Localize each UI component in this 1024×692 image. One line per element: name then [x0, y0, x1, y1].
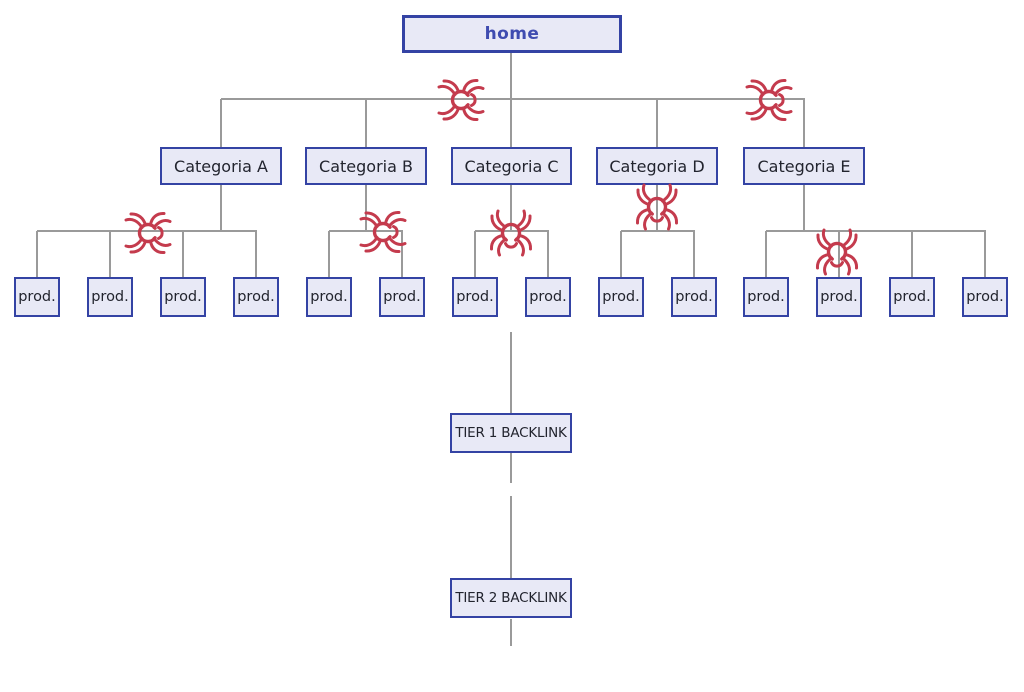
spider-crawler-icon: [815, 228, 859, 276]
product-node: prod.: [233, 277, 279, 317]
connector-drop-product: [36, 231, 38, 277]
product-node: prod.: [962, 277, 1008, 317]
category-node-b: Categoria B: [305, 147, 427, 185]
connector-rail-products-a: [37, 230, 257, 232]
connector-drop-product: [182, 231, 184, 277]
product-label: prod.: [383, 289, 421, 305]
product-label: prod.: [747, 289, 785, 305]
connector-tier1-to-tier2-upper: [510, 453, 512, 483]
product-node: prod.: [452, 277, 498, 317]
connector-stem-categoria-c: [510, 185, 512, 232]
connector-stem-categoria-e: [803, 185, 805, 231]
product-node: prod.: [598, 277, 644, 317]
connector-drop-categoria-d: [656, 99, 658, 148]
category-label: Categoria A: [174, 156, 268, 176]
tier2-backlink-node: TIER 2 BACKLINK: [450, 578, 572, 618]
connector-drop-product: [328, 231, 330, 277]
connector-home-to-categoria-c: [510, 53, 512, 148]
connector-drop-product: [255, 231, 257, 277]
connector-stem-categoria-a: [220, 185, 222, 232]
tier1-backlink-node: TIER 1 BACKLINK: [450, 413, 572, 453]
spider-crawler-icon: [124, 211, 172, 255]
product-node: prod.: [306, 277, 352, 317]
category-label: Categoria B: [319, 156, 413, 176]
connector-drop-categoria-b: [365, 99, 367, 148]
connector-drop-product: [474, 231, 476, 277]
product-label: prod.: [91, 289, 129, 305]
home-label: home: [484, 24, 540, 44]
product-label: prod.: [529, 289, 567, 305]
product-label: prod.: [164, 289, 202, 305]
connector-tier1-to-tier2-lower: [510, 496, 512, 578]
category-node-c: Categoria C: [451, 147, 572, 185]
spider-crawler-icon: [437, 78, 485, 122]
tier2-backlink-label: TIER 2 BACKLINK: [455, 590, 567, 606]
connector-to-tier1: [510, 332, 512, 413]
spider-crawler-icon: [745, 78, 793, 122]
product-node: prod.: [87, 277, 133, 317]
product-label: prod.: [456, 289, 494, 305]
connector-rail-products-d: [621, 230, 695, 232]
connector-drop-categoria-a: [220, 99, 222, 148]
connector-top-rail: [221, 98, 805, 100]
tier1-backlink-label: TIER 1 BACKLINK: [455, 425, 567, 441]
product-label: prod.: [237, 289, 275, 305]
product-label: prod.: [820, 289, 858, 305]
home-node: home: [402, 15, 622, 53]
connector-drop-product: [401, 231, 403, 277]
spider-crawler-icon: [489, 209, 533, 257]
product-label: prod.: [675, 289, 713, 305]
connector-stem-categoria-d: [656, 185, 658, 232]
product-node: prod.: [671, 277, 717, 317]
category-label: Categoria E: [757, 156, 851, 176]
product-node: prod.: [525, 277, 571, 317]
product-label: prod.: [893, 289, 931, 305]
product-node: prod.: [743, 277, 789, 317]
product-node: prod.: [379, 277, 425, 317]
connector-drop-product: [620, 231, 622, 277]
spider-crawler-icon: [359, 210, 407, 254]
connector-rail-products-e: [766, 230, 986, 232]
category-node-e: Categoria E: [743, 147, 865, 185]
connector-drop-product: [109, 231, 111, 277]
product-node: prod.: [816, 277, 862, 317]
connector-drop-product: [547, 231, 549, 277]
connector-rail-products-c: [475, 230, 549, 232]
category-node-a: Categoria A: [160, 147, 282, 185]
spider-crawler-icon: [635, 183, 679, 231]
connector-rail-products-b: [329, 230, 403, 232]
category-label: Categoria D: [609, 156, 705, 176]
product-label: prod.: [310, 289, 348, 305]
product-label: prod.: [966, 289, 1004, 305]
product-node: prod.: [889, 277, 935, 317]
category-label: Categoria C: [464, 156, 559, 176]
connector-stem-categoria-b: [365, 185, 367, 232]
product-node: prod.: [160, 277, 206, 317]
connector-drop-product: [765, 231, 767, 277]
connector-drop-product: [984, 231, 986, 277]
connector-drop-product: [693, 231, 695, 277]
category-node-d: Categoria D: [596, 147, 718, 185]
connector-below-tier2: [510, 619, 512, 646]
product-label: prod.: [602, 289, 640, 305]
product-label: prod.: [18, 289, 56, 305]
connector-drop-product: [911, 231, 913, 277]
connector-drop-product: [838, 231, 840, 277]
product-node: prod.: [14, 277, 60, 317]
connector-drop-categoria-e: [803, 99, 805, 148]
